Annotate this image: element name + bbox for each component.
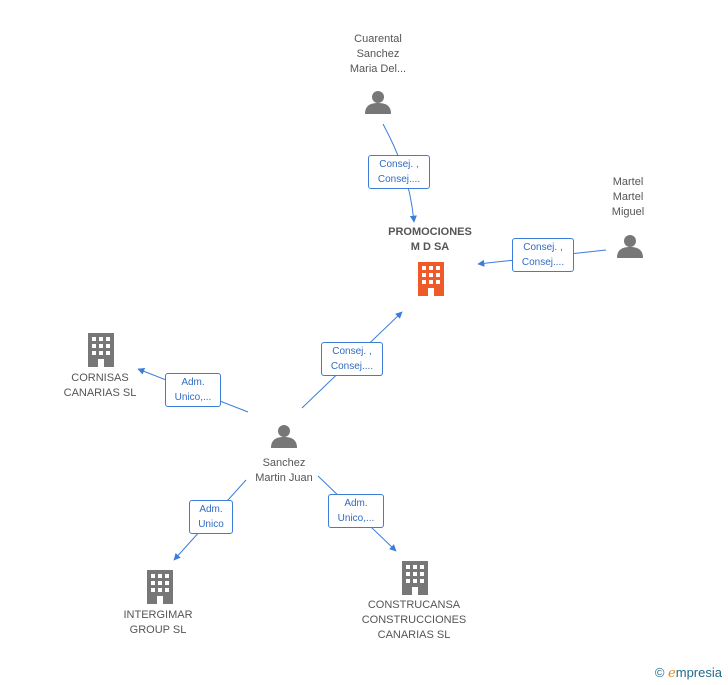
node-label-intergimar[interactable]: INTERGIMAR GROUP SL [123,609,193,636]
edge-label-martel-promociones[interactable]: Consej. , Consej.... [512,238,574,272]
edge-label-cuarental-promociones[interactable]: Consej. , Consej.... [368,155,430,189]
person-icon-martel[interactable] [617,235,643,258]
node-label-sanchez[interactable]: Sanchez Martin Juan [255,457,313,484]
brand-name: mpresia [675,665,722,680]
edge-label-sanchez-intergimar[interactable]: Adm. Unico [189,500,233,534]
edge-label-sanchez-construcansa[interactable]: Adm. Unico,... [328,494,384,528]
building-icon-construcansa[interactable] [402,561,428,595]
edge-label-sanchez-cornisas[interactable]: Adm. Unico,... [165,373,221,407]
node-label-promociones[interactable]: PROMOCIONES M D SA [388,226,472,253]
edge-label-sanchez-promociones[interactable]: Consej. , Consej.... [321,342,383,376]
node-label-martel[interactable]: Martel Martel Miguel [611,176,645,218]
brand-initial: e [668,666,676,681]
building-icon-intergimar[interactable] [147,570,173,604]
node-label-construcansa[interactable]: CONSTRUCANSA CONSTRUCCIONES CANARIAS SL [361,599,467,641]
copyright-symbol: © [654,665,665,680]
person-icon-sanchez[interactable] [271,425,297,448]
person-icon-cuarental[interactable] [365,91,391,114]
building-icon-cornisas[interactable] [88,333,114,367]
node-label-cuarental[interactable]: Cuarental Sanchez Maria Del... [349,33,407,75]
building-icon-promociones[interactable] [418,262,444,296]
empresia-watermark: © empresia [655,665,722,681]
node-label-cornisas[interactable]: CORNISAS CANARIAS SL [63,372,137,399]
